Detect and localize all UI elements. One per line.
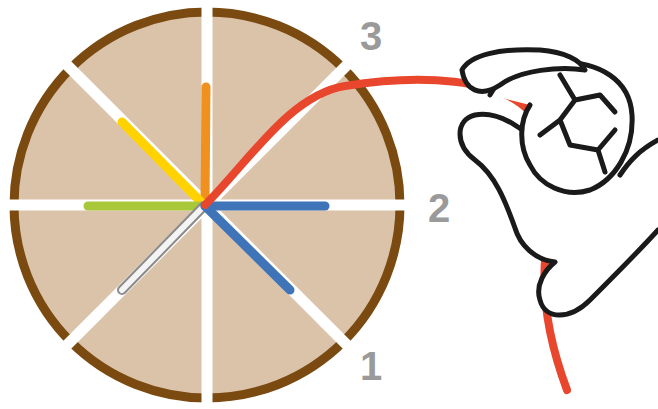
callout-number: 2: [428, 188, 450, 228]
callout-number: 1: [360, 346, 382, 386]
callout-number: 3: [360, 16, 382, 56]
hand: [460, 50, 658, 315]
